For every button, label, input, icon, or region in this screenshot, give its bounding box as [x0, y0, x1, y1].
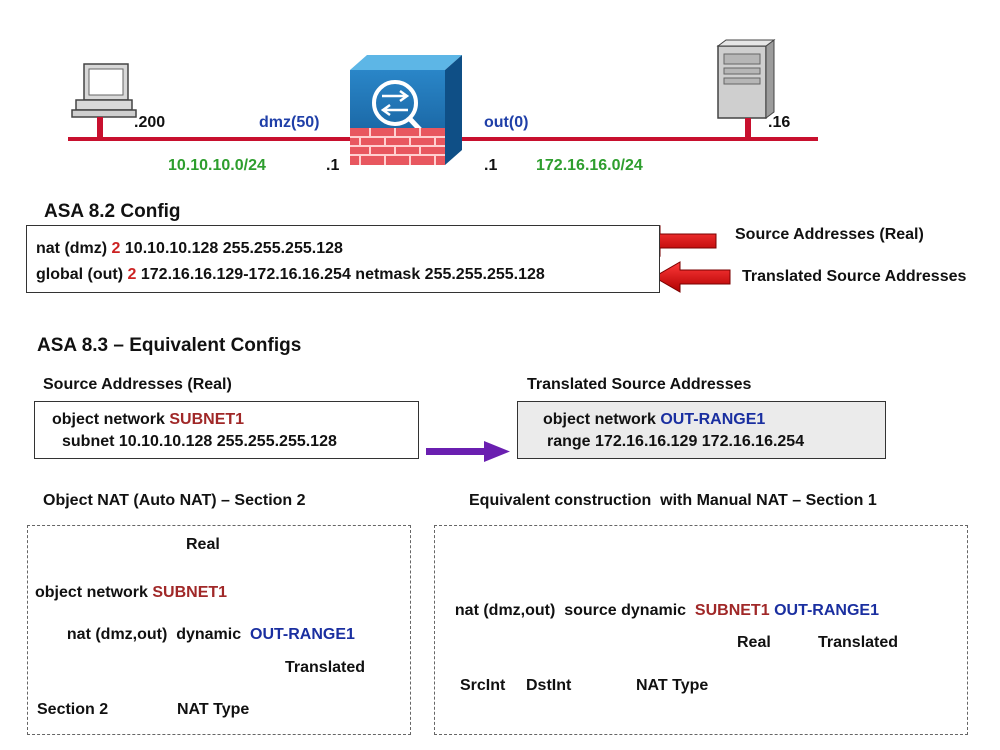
object-nat-line1: object network SUBNET1 [35, 584, 228, 601]
object-nat-out-range1: OUT-RANGE1 [250, 626, 355, 643]
manual-nat-out-range1: OUT-RANGE1 [774, 602, 879, 619]
dstint-label: DstInt [526, 677, 572, 694]
global-id: 2 [127, 266, 137, 283]
translated-object-line1: object network OUT-RANGE1 [543, 411, 766, 428]
object-nat-subnet1: SUBNET1 [152, 584, 228, 601]
out-subnet-label: 172.16.16.0/24 [536, 157, 643, 174]
object-nat-title: Object NAT (Auto NAT) – Section 2 [43, 492, 306, 509]
real-object-line2: subnet 10.10.10.128 255.255.255.128 [62, 433, 337, 450]
host-ip-label: .200 [134, 114, 166, 131]
source-real-label: Source Addresses (Real) [735, 226, 924, 243]
dmz-interface-label: dmz(50) [259, 114, 320, 131]
nat-id: 2 [111, 240, 121, 257]
translated-source-label: Translated Source Addresses [742, 268, 967, 285]
asa82-nat-line: nat (dmz) 2 10.10.10.128 255.255.255.128 [36, 240, 343, 257]
manual-nat-translated-label: Translated [818, 634, 899, 651]
purple-arrow [426, 441, 510, 462]
dmz-subnet-label: 10.10.10.0/24 [168, 157, 266, 174]
manual-nat-type-label: NAT Type [636, 677, 709, 694]
server-icon [716, 39, 776, 139]
object-nat-real-label: Real [186, 536, 220, 553]
real-section-title: Source Addresses (Real) [43, 376, 232, 393]
translated-object-box: object network OUT-RANGE1 range 172.16.1… [517, 401, 886, 459]
srcint-label: SrcInt [460, 677, 506, 694]
firewall-icon [350, 55, 462, 165]
object-nat-type-label: NAT Type [177, 701, 250, 718]
translated-section-title: Translated Source Addresses [527, 376, 752, 393]
server-ip-label: .16 [768, 114, 791, 131]
object-nat-line2: nat (dmz,out) dynamic OUT-RANGE1 [66, 626, 355, 643]
manual-nat-title: Equivalent construction with Manual NAT … [469, 492, 877, 509]
red-arrow-2 [652, 261, 731, 293]
real-object-box: object network SUBNET1 subnet 10.10.10.1… [34, 401, 419, 459]
translated-object-line2: range 172.16.16.129 172.16.16.254 [547, 433, 805, 450]
manual-nat-box [434, 525, 968, 735]
object-nat-box [27, 525, 411, 735]
out-range1-name: OUT-RANGE1 [660, 411, 766, 428]
manual-nat-real-label: Real [737, 634, 771, 651]
dmz-firewall-ip: .1 [326, 157, 340, 174]
workstation-icon [71, 63, 137, 139]
asa82-global-line: global (out) 2 172.16.16.129-172.16.16.2… [36, 266, 545, 283]
subnet1-name: SUBNET1 [169, 411, 245, 428]
manual-nat-line: nat (dmz,out) source dynamic SUBNET1 OUT… [454, 602, 879, 619]
real-object-line1: object network SUBNET1 [52, 411, 245, 428]
asa82-title: ASA 8.2 Config [44, 201, 181, 222]
out-interface-label: out(0) [484, 114, 529, 131]
asa82-config-box: nat (dmz) 2 10.10.10.128 255.255.255.128… [26, 225, 660, 293]
manual-nat-subnet1: SUBNET1 [694, 602, 770, 619]
out-firewall-ip: .1 [484, 157, 498, 174]
section2-label: Section 2 [37, 701, 109, 718]
object-nat-translated-label: Translated [285, 659, 366, 676]
asa83-title: ASA 8.3 – Equivalent Configs [37, 335, 302, 356]
